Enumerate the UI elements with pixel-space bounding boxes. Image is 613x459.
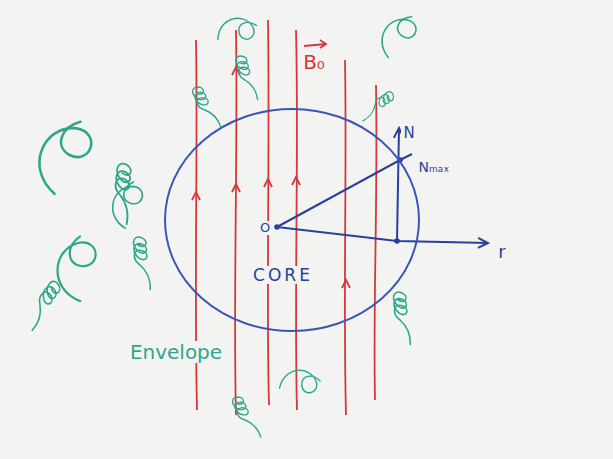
core-label: CORE [251,266,315,285]
circle-outline [163,107,421,333]
axis [277,128,488,243]
axis-label: Nₘₐₓ [417,160,452,175]
origin-label: O [258,221,272,235]
turbulence-curl [16,13,422,441]
field-arrow [192,67,350,288]
axis-label: N [401,125,416,142]
field-label: B₀ [301,51,327,73]
axis-label: r [496,242,507,262]
region-label: Envelope [128,341,224,363]
core-circle: CORE [163,107,421,333]
vector-arrow [304,40,326,48]
origin-dot [274,224,280,230]
axis-dot [394,238,400,244]
